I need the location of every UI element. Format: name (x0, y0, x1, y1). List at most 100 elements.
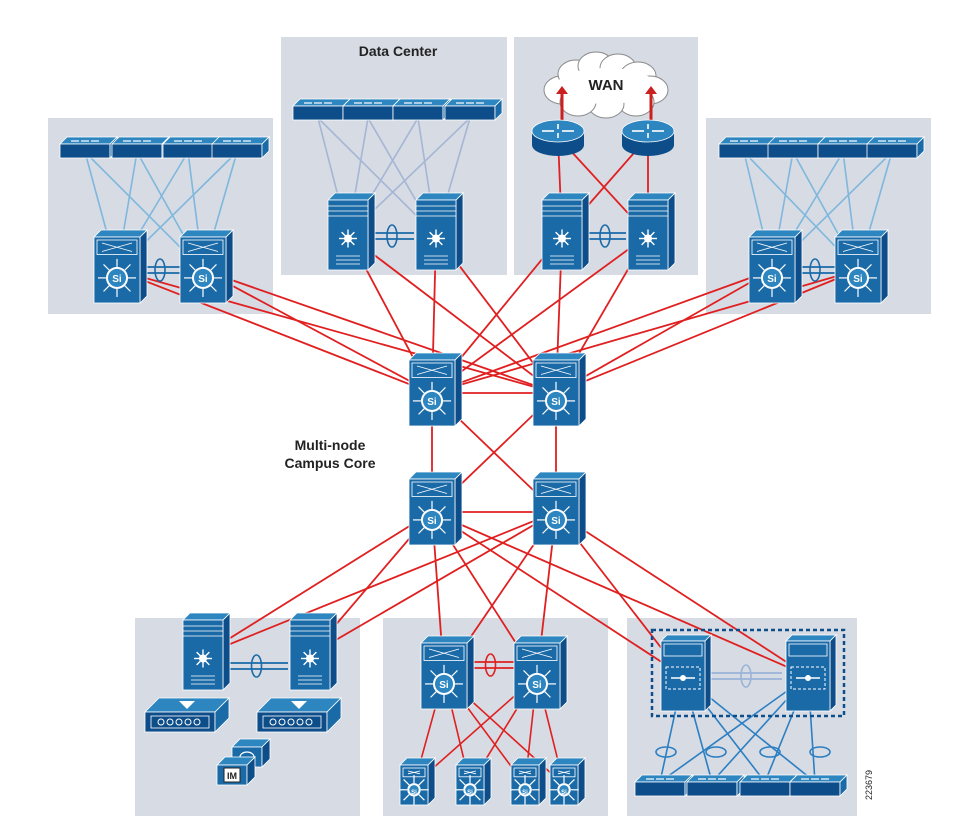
dc-firewall-switch-2 (415, 192, 464, 271)
network-link (202, 511, 433, 656)
dc-access-switch-4 (444, 98, 503, 121)
dist-switch-left-1: Si (93, 229, 148, 304)
network-link (431, 511, 809, 677)
small-access-si-1: Si (399, 757, 436, 806)
im-appliance-icon: IM (216, 756, 256, 786)
port-channel-icon (484, 653, 497, 677)
wan-router-2 (621, 119, 675, 156)
vss-boundary (650, 628, 846, 718)
core-label-line1: Multi-node (295, 437, 366, 453)
wan-firewall-switch-1 (541, 192, 590, 271)
network-link (555, 269, 859, 394)
core-switch-4: Si (532, 471, 587, 546)
dc-firewall-pair (370, 224, 414, 248)
network-link (431, 269, 773, 394)
wan-router-1 (531, 119, 585, 156)
port-channel-icon (250, 654, 263, 678)
dist-switch-left-2: Si (179, 229, 234, 304)
vss-access-switch-4 (789, 774, 848, 797)
core-switch-3: Si (408, 471, 463, 546)
si-label: Si (198, 274, 208, 285)
small-access-si-3: Si (510, 757, 547, 806)
si-label: Si (467, 790, 473, 796)
distribution-switch-2: Si (513, 635, 568, 710)
si-label: Si (112, 274, 122, 285)
access-switch-right-1 (718, 136, 777, 159)
port-channel-icon (154, 258, 166, 282)
port-channel-icon (705, 746, 727, 758)
network-link (659, 675, 809, 783)
dc-access-switch-3 (392, 98, 451, 121)
access-switch-right-4 (866, 136, 925, 159)
network-link (555, 269, 773, 394)
port-channel-icon (386, 224, 398, 248)
access-switch-right-2 (767, 136, 826, 159)
services-firewall-switch-1 (182, 612, 231, 691)
vss-access-switch-3 (739, 774, 798, 797)
vss-chassis-2 (785, 634, 837, 712)
core-switch-1: Si (408, 352, 463, 427)
small-access-si-4: Si (549, 757, 586, 806)
access-switch-left-2 (111, 136, 170, 159)
wan-cloud-icon: WAN (543, 51, 669, 119)
wan-firewall-switch-2 (627, 192, 676, 271)
dist-switch-right-1: Si (748, 229, 803, 304)
si-label: Si (522, 790, 528, 796)
si-label: Si (551, 397, 561, 408)
port-channel-icon (740, 664, 752, 688)
dc-firewall-switch-1 (327, 192, 376, 271)
dist-switch-right-2: Si (834, 229, 889, 304)
vss-chassis-1 (660, 634, 712, 712)
si-label: Si (767, 274, 777, 285)
access-switch-left-3 (162, 136, 221, 159)
access-switch-left-1 (59, 136, 118, 159)
wan-arrow-icon-2 (645, 86, 657, 120)
si-label: Si (427, 516, 437, 527)
access-switch-right-3 (817, 136, 876, 159)
wan-firewall-pair (584, 224, 626, 248)
si-label: Si (411, 790, 417, 796)
small-access-si-2: Si (455, 757, 492, 806)
network-link (202, 269, 433, 394)
network-link (202, 269, 557, 394)
port-channel-icon (809, 258, 821, 282)
wan-arrow-icon-1 (556, 86, 568, 120)
network-link (309, 511, 557, 656)
services-firewall-pair (225, 654, 288, 678)
load-balancer-1 (144, 697, 230, 733)
port-channel-icon (759, 746, 781, 758)
figure-id-label: 223679 (864, 770, 874, 800)
load-balancer-2 (256, 697, 342, 733)
label-layer: Data Center Multi-node Campus Core 22367… (284, 43, 874, 800)
core-switch-2: Si (532, 352, 587, 427)
si-label: Si (532, 680, 542, 691)
wan-label: WAN (589, 77, 624, 94)
data-center-label: Data Center (359, 43, 438, 59)
vss-access-switch-1 (634, 774, 693, 797)
si-label: Si (853, 274, 863, 285)
port-channel-icon (809, 746, 831, 758)
dc-access-switch-1 (292, 98, 351, 121)
vss-pair (710, 664, 782, 688)
si-label: Si (439, 680, 449, 691)
port-channel-icon (599, 224, 611, 248)
network-link (202, 511, 557, 656)
panel-data-center (281, 37, 507, 275)
network-link (116, 269, 433, 394)
distribution-switch-1: Si (420, 635, 475, 710)
network-link (555, 511, 809, 677)
core-label-line2: Campus Core (284, 455, 375, 471)
si-label: Si (427, 397, 437, 408)
port-channel-icon (655, 746, 677, 758)
network-link (431, 234, 649, 394)
services-firewall-switch-2 (289, 612, 338, 691)
access-switch-left-4 (211, 136, 270, 159)
dc-access-switch-2 (342, 98, 401, 121)
vss-access-switch-2 (686, 774, 745, 797)
network-link (431, 511, 684, 677)
im-label: IM (227, 771, 237, 781)
si-label: Si (561, 790, 567, 796)
si-label: Si (551, 516, 561, 527)
